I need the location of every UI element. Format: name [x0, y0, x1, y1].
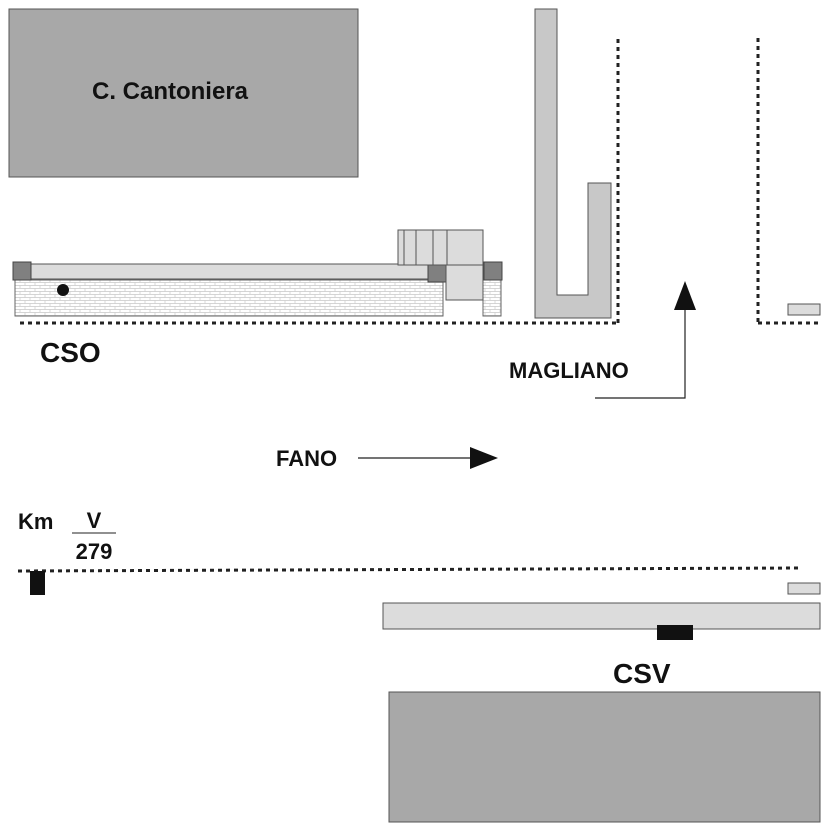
- north-platform-small-wall: [482, 279, 502, 317]
- u-shaped-platform: [534, 8, 612, 319]
- cso-label: CSO: [40, 337, 101, 368]
- south-track-line: [17, 566, 801, 573]
- magliano-label: MAGLIANO: [509, 358, 629, 383]
- fano-label: FANO: [276, 446, 337, 471]
- km-post-marker: [30, 571, 45, 595]
- south-building: [388, 691, 821, 823]
- small-platform-east-top: [787, 303, 821, 316]
- station-annex-block: [445, 264, 484, 301]
- csv-label: CSV: [613, 658, 671, 689]
- north-canopy: [21, 263, 441, 280]
- magliano-arrow-line: [595, 305, 686, 399]
- km-prefix: Km: [18, 509, 53, 534]
- canopy-post-right: [483, 261, 503, 281]
- canopy-post-left: [12, 261, 32, 281]
- small-platform-east-bottom: [787, 582, 821, 595]
- canopy-post-mid: [427, 263, 447, 283]
- north-platform-wall: [14, 279, 444, 317]
- fano-arrow-head: [470, 447, 498, 469]
- km-denominator: 279: [76, 539, 113, 564]
- south-signal-marker: [657, 625, 693, 640]
- km-numerator: V: [87, 508, 102, 533]
- signal-dot: [57, 284, 69, 296]
- cantoniera-label: C. Cantoniera: [92, 78, 249, 105]
- south-platform: [382, 602, 821, 630]
- magliano-arrow-head: [674, 281, 696, 310]
- cantoniera-building: [8, 8, 359, 178]
- station-building-block: [397, 229, 484, 266]
